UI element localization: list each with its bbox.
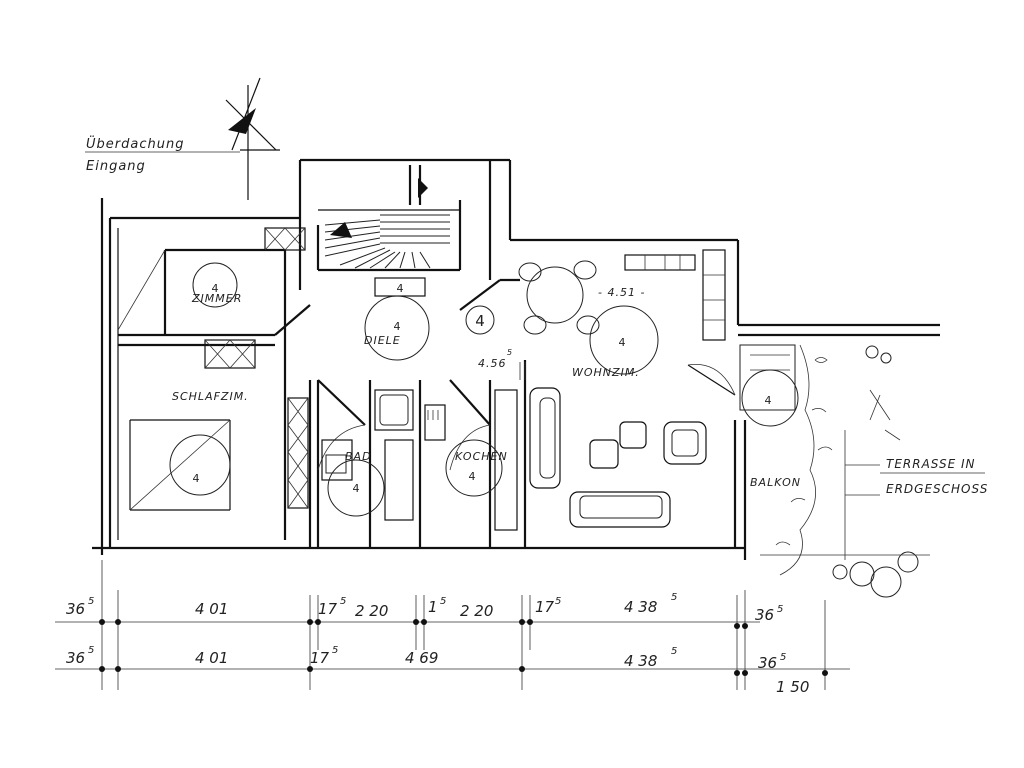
- dim-r2-6: 1 50: [776, 678, 809, 696]
- marker-kochen: 4: [469, 470, 476, 483]
- canopy-label-line2: Eingang: [86, 159, 146, 174]
- dim-r1-6: 17: [535, 598, 555, 616]
- level-wohnzimmer: - 4.51 -: [598, 286, 645, 299]
- circle-diele: [364, 295, 430, 361]
- dim-r1-5: 2 20: [460, 602, 493, 620]
- dim-r2-2-sup: 5: [332, 645, 338, 656]
- dim-r2-3: 4 69: [405, 649, 438, 667]
- room-label-schlafzimmer: SCHLAFZIM.: [172, 390, 249, 403]
- room-label-bad: BAD: [345, 450, 372, 463]
- stair-window-mark: 4: [397, 282, 404, 295]
- entrance-canopy: [85, 77, 280, 200]
- dim-r1-3: 2 20: [355, 602, 388, 620]
- dim-r2-4: 4 38: [624, 652, 657, 670]
- circle-zimmer: [192, 262, 238, 308]
- terrace-planting: [760, 344, 930, 598]
- room-label-kochen: KOCHEN: [455, 450, 508, 463]
- dim-r1-8: 36: [755, 606, 774, 624]
- dim-r1-2-sup: 5: [340, 596, 346, 607]
- circle-markers: [169, 262, 799, 517]
- room-label-balkon: BALKON: [750, 476, 801, 489]
- dim-r2-2: 17: [310, 649, 330, 667]
- room-label-wohnzimmer: WOHNZIM.: [572, 366, 640, 379]
- dimension-lines: [55, 560, 850, 690]
- dim-r1-0: 36: [66, 600, 85, 618]
- dim-r1-7: 4 38: [624, 598, 657, 616]
- room-label-zimmer: ZIMMER: [191, 292, 242, 305]
- marker-diele: 4: [394, 320, 401, 333]
- dim-r2-5: 36: [758, 654, 777, 672]
- marker-bad: 4: [353, 482, 360, 495]
- marker-balkon: 4: [765, 394, 772, 407]
- marker-stair: 4: [475, 312, 485, 330]
- exterior-walls: [92, 158, 940, 555]
- level-diele-sup: 5: [507, 348, 513, 357]
- terrace-label-line1: TERRASSE IN: [886, 457, 976, 471]
- dim-r1-6-sup: 5: [555, 596, 561, 607]
- dim-r2-5-sup: 5: [780, 652, 786, 663]
- dim-r1-2: 17: [318, 600, 338, 618]
- level-diele: 4.56: [478, 357, 507, 370]
- dim-r1-1: 4 01: [195, 600, 228, 618]
- marker-schlafzimmer: 4: [193, 472, 200, 485]
- marker-wohnzimmer: 4: [619, 336, 626, 349]
- dim-r2-4-sup: 5: [671, 646, 677, 657]
- chimney-shafts: [204, 227, 309, 509]
- circle-schlafzimmer: [169, 434, 231, 496]
- circle-bad: [327, 459, 385, 517]
- dim-r1-8-sup: 5: [777, 604, 783, 615]
- dim-r2-1: 4 01: [195, 649, 228, 667]
- circle-balkon: [741, 369, 799, 427]
- circle-stair: [465, 305, 495, 335]
- interior-walls: [117, 248, 747, 560]
- furniture: [321, 249, 796, 531]
- circle-kochen: [445, 439, 503, 497]
- dim-r1-4: 1: [428, 598, 438, 616]
- dim-r1-0-sup: 5: [88, 596, 94, 607]
- marker-zimmer: 4: [212, 282, 219, 295]
- room-label-diele: DIELE: [364, 334, 401, 347]
- dim-r1-7-sup: 5: [671, 592, 677, 603]
- dim-r2-0: 36: [66, 649, 85, 667]
- circle-wohnzimmer: [589, 305, 659, 375]
- door-swings: [317, 363, 736, 471]
- canopy-label-line1: Überdachung: [86, 135, 184, 152]
- terrace-label-line2: ERDGESCHOSS: [886, 482, 988, 496]
- dim-r2-0-sup: 5: [88, 645, 94, 656]
- staircase: [316, 165, 462, 297]
- dim-r1-4-sup: 5: [440, 596, 446, 607]
